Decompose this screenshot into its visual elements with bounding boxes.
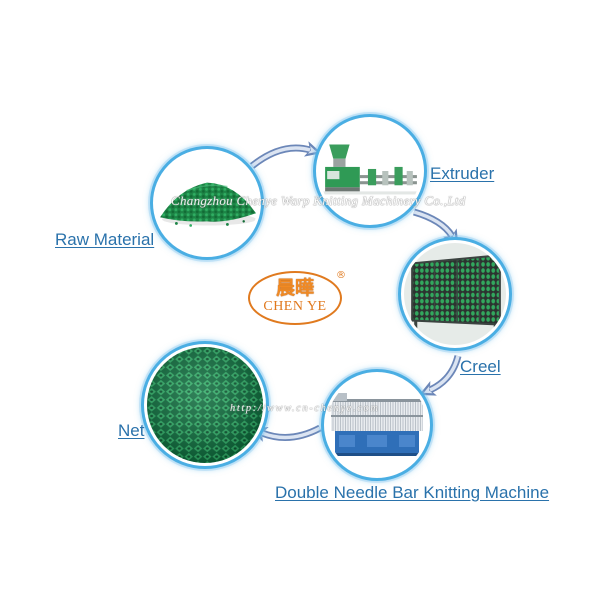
raw-material-label: Raw Material [55, 230, 155, 249]
net-circle [141, 341, 269, 469]
raw-material-circle [150, 146, 264, 260]
extruder-label: Extruder [430, 164, 495, 183]
arrow-raw-to-extruder [249, 141, 322, 169]
green-net-icon [147, 347, 263, 463]
creel-rack-icon [404, 243, 506, 345]
watermark-company: Changzhou Chenye Warp Knitting Machinery… [171, 193, 466, 208]
extruder-machine-icon [319, 120, 421, 222]
chenye-logo: 晨曄 CHEN YE [248, 271, 342, 325]
logo-english-text: CHEN YE [263, 299, 327, 314]
arrow-extruder-to-creel [412, 208, 459, 247]
net-label: Net [118, 421, 145, 440]
logo-chinese-text: 晨曄 [275, 277, 314, 299]
creel-circle [398, 237, 512, 351]
registered-mark: ® [336, 270, 346, 281]
arrow-creel-to-knitting [419, 355, 462, 396]
extruder-circle [313, 114, 427, 228]
creel-label: Creel [460, 357, 501, 376]
knitting-machine-label: Double Needle Bar Knitting Machine [275, 483, 550, 502]
arrow-knitting-to-net [250, 424, 322, 442]
knitting-machine-icon [327, 375, 427, 475]
watermark-url: http://www.cn-chenye.com [230, 403, 380, 414]
knitting-machine-circle [321, 369, 433, 481]
green-pellets-icon [156, 152, 258, 254]
